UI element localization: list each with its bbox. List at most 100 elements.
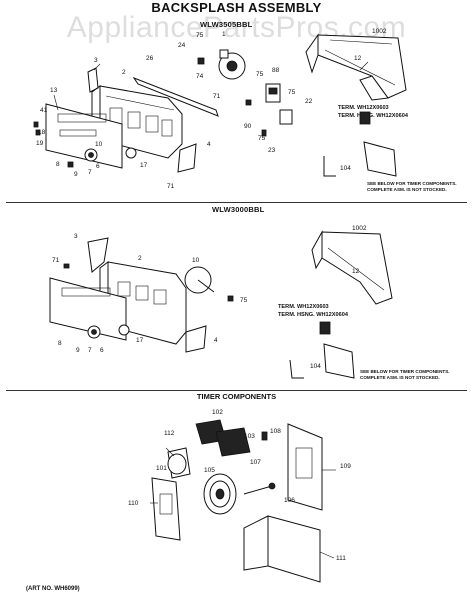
screw-part (63, 263, 70, 269)
callout-label: 105 (204, 467, 215, 474)
clip-part (33, 121, 39, 128)
callout-label: 6 (100, 347, 104, 354)
end-cap-bracket (177, 143, 197, 173)
wire-harness (323, 156, 336, 177)
callout-label: 26 (146, 55, 154, 62)
callout-label: 111 (336, 555, 346, 562)
note-line: SEE BELOW FOR TIMER COMPONENTS. (367, 181, 457, 186)
callout-label: 110 (128, 500, 139, 507)
screw-part (261, 129, 267, 137)
callout-label: 1002 (352, 225, 367, 232)
front-panel (45, 103, 123, 169)
callout-label: 106 (284, 497, 295, 504)
callout-label: 71 (52, 257, 60, 264)
timer-housing (323, 343, 355, 379)
callout-label: 10 (192, 257, 200, 264)
term-line: TERM. WH12X0603 (278, 304, 329, 310)
model-label-wlw3505bbl: WLW3505BBL (200, 20, 253, 29)
callout-label: 107 (250, 459, 261, 466)
callout-label: 3 (94, 57, 98, 64)
callout-label: 102 (212, 409, 223, 416)
knob-center (91, 329, 97, 335)
callout-label: 18 (38, 129, 46, 136)
timer-note: SEE BELOW FOR TIMER COMPONENTS. COMPLETE… (360, 369, 450, 380)
screw-part (245, 99, 252, 106)
model-label-wlw3000bbl: WLW3000BBL (212, 205, 265, 214)
callout-label: 2 (138, 255, 142, 262)
callout-label: 101 (156, 465, 167, 472)
trim-strip (132, 76, 219, 117)
section-divider (6, 202, 467, 203)
switch-block (279, 109, 293, 125)
term-part-number: TERM. WH12X0603 TERM. HSNG. WH12X0604 (338, 105, 408, 120)
callout-label: 108 (270, 428, 281, 435)
timer-components-title: TIMER COMPONENTS (196, 392, 277, 401)
term-housing-line: TERM. HSNG. WH12X0604 (338, 112, 408, 119)
end-cap-bracket (185, 325, 207, 353)
callout-label: 6 (96, 163, 100, 170)
clip-part (35, 129, 41, 136)
callout-label: 13 (50, 87, 58, 94)
spring-part (261, 431, 268, 441)
callout-label: 9 (74, 171, 78, 178)
callout-label: 75 (288, 89, 296, 96)
callout-label: 17 (136, 337, 144, 344)
callout-label: 7 (88, 347, 92, 354)
term-part-number: TERM. WH12X0603 TERM. HSNG. WH12X0604 (278, 304, 348, 319)
callout-label: 1002 (372, 28, 387, 35)
callout-label: 103 (244, 433, 255, 440)
front-panel (49, 277, 127, 341)
callout-label: 88 (272, 67, 280, 74)
note-line: COMPLETE ASM. IS NOT STOCKED. (367, 186, 447, 192)
callout-label: 2 (122, 69, 126, 76)
callout-label: 8 (58, 340, 62, 347)
spring-part (67, 161, 74, 168)
timer-frame-left (151, 477, 181, 541)
callout-label: 71 (167, 183, 175, 190)
section-divider (6, 390, 467, 391)
callout-label: 75 (240, 297, 248, 304)
callout-label: 12 (354, 55, 362, 62)
end-cap-bracket (87, 67, 99, 93)
callout-label: 74 (196, 73, 204, 80)
callout-label: 109 (340, 463, 351, 470)
terminal-housing (319, 321, 331, 335)
callout-label: 71 (213, 93, 221, 100)
callout-label: 75 (258, 135, 266, 142)
callout-label: 3 (74, 233, 78, 240)
callout-label: 41 (40, 107, 48, 114)
terminal-housing (359, 111, 371, 125)
timer-cam-wheel (203, 473, 237, 515)
callout-label: 90 (244, 123, 252, 130)
leader-lines (53, 61, 369, 559)
end-cap-bracket (87, 237, 109, 273)
note-line: COMPLETE ASM. IS NOT STOCKED. (360, 374, 440, 380)
timer-motor (218, 49, 246, 80)
backsplash-housing (311, 230, 393, 305)
note-line: SEE BELOW FOR TIMER COMPONENTS. (360, 369, 450, 374)
knob-center (88, 152, 94, 158)
callout-label: 4 (207, 141, 211, 148)
callout-label: 8 (56, 161, 60, 168)
cam-stack (195, 419, 251, 457)
button (118, 324, 130, 336)
callout-label: 75 (256, 71, 264, 78)
callout-label: 22 (305, 98, 313, 105)
backsplash-housing (305, 33, 407, 101)
callout-label: 104 (340, 165, 351, 172)
callout-label: 7 (88, 169, 92, 176)
timer-frame-right (287, 423, 323, 511)
callout-label: 9 (76, 347, 80, 354)
art-number: (ART NO. WH6099) (26, 586, 80, 592)
callout-label: 4 (214, 337, 218, 344)
callout-label: 12 (352, 268, 360, 275)
callout-label: 23 (268, 147, 276, 154)
callout-label: 10 (95, 141, 103, 148)
timer-motor (167, 447, 191, 479)
shaft (243, 482, 276, 495)
callout-label: 17 (140, 162, 148, 169)
callout-label: 1 (222, 31, 226, 38)
switch-terminal (268, 87, 278, 95)
timer-cover (243, 515, 321, 583)
